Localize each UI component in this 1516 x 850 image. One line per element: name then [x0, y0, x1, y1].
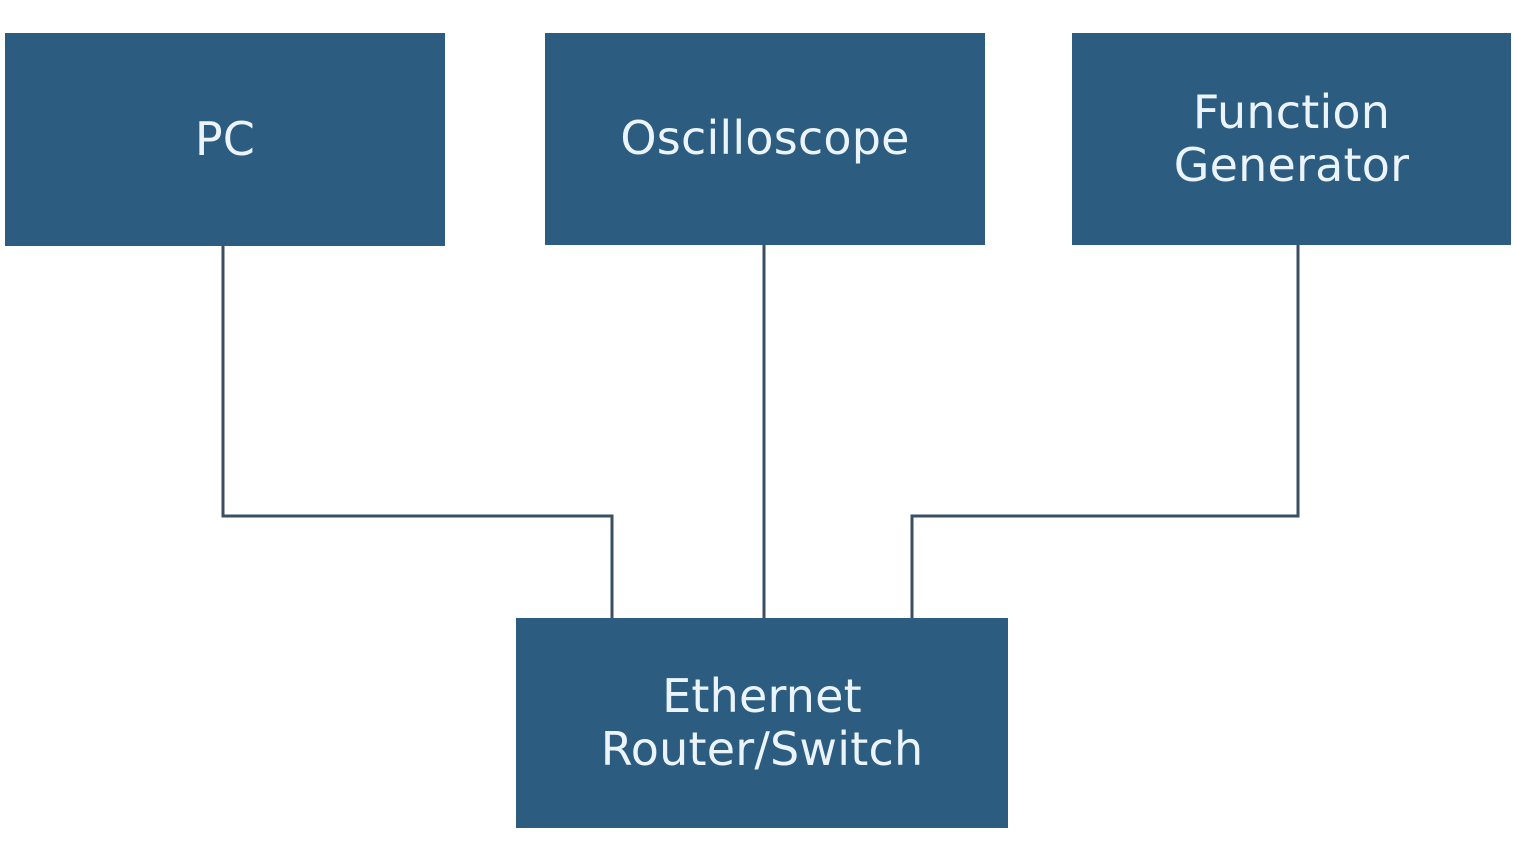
node-function-generator[interactable]: Function Generator: [1072, 33, 1511, 245]
connector-pc-to-router: [221, 246, 614, 619]
node-oscilloscope-label: Oscilloscope: [620, 111, 910, 166]
node-pc-label: PC: [194, 111, 256, 166]
node-ethernet-router-switch[interactable]: Ethernet Router/Switch: [516, 618, 1008, 828]
node-pc[interactable]: PC: [5, 33, 445, 246]
node-function-generator-label: Function Generator: [1173, 84, 1410, 192]
node-ethernet-router-switch-label: Ethernet Router/Switch: [600, 668, 924, 776]
node-oscilloscope[interactable]: Oscilloscope: [545, 33, 985, 245]
connector-fgen-to-router: [910, 245, 1300, 619]
